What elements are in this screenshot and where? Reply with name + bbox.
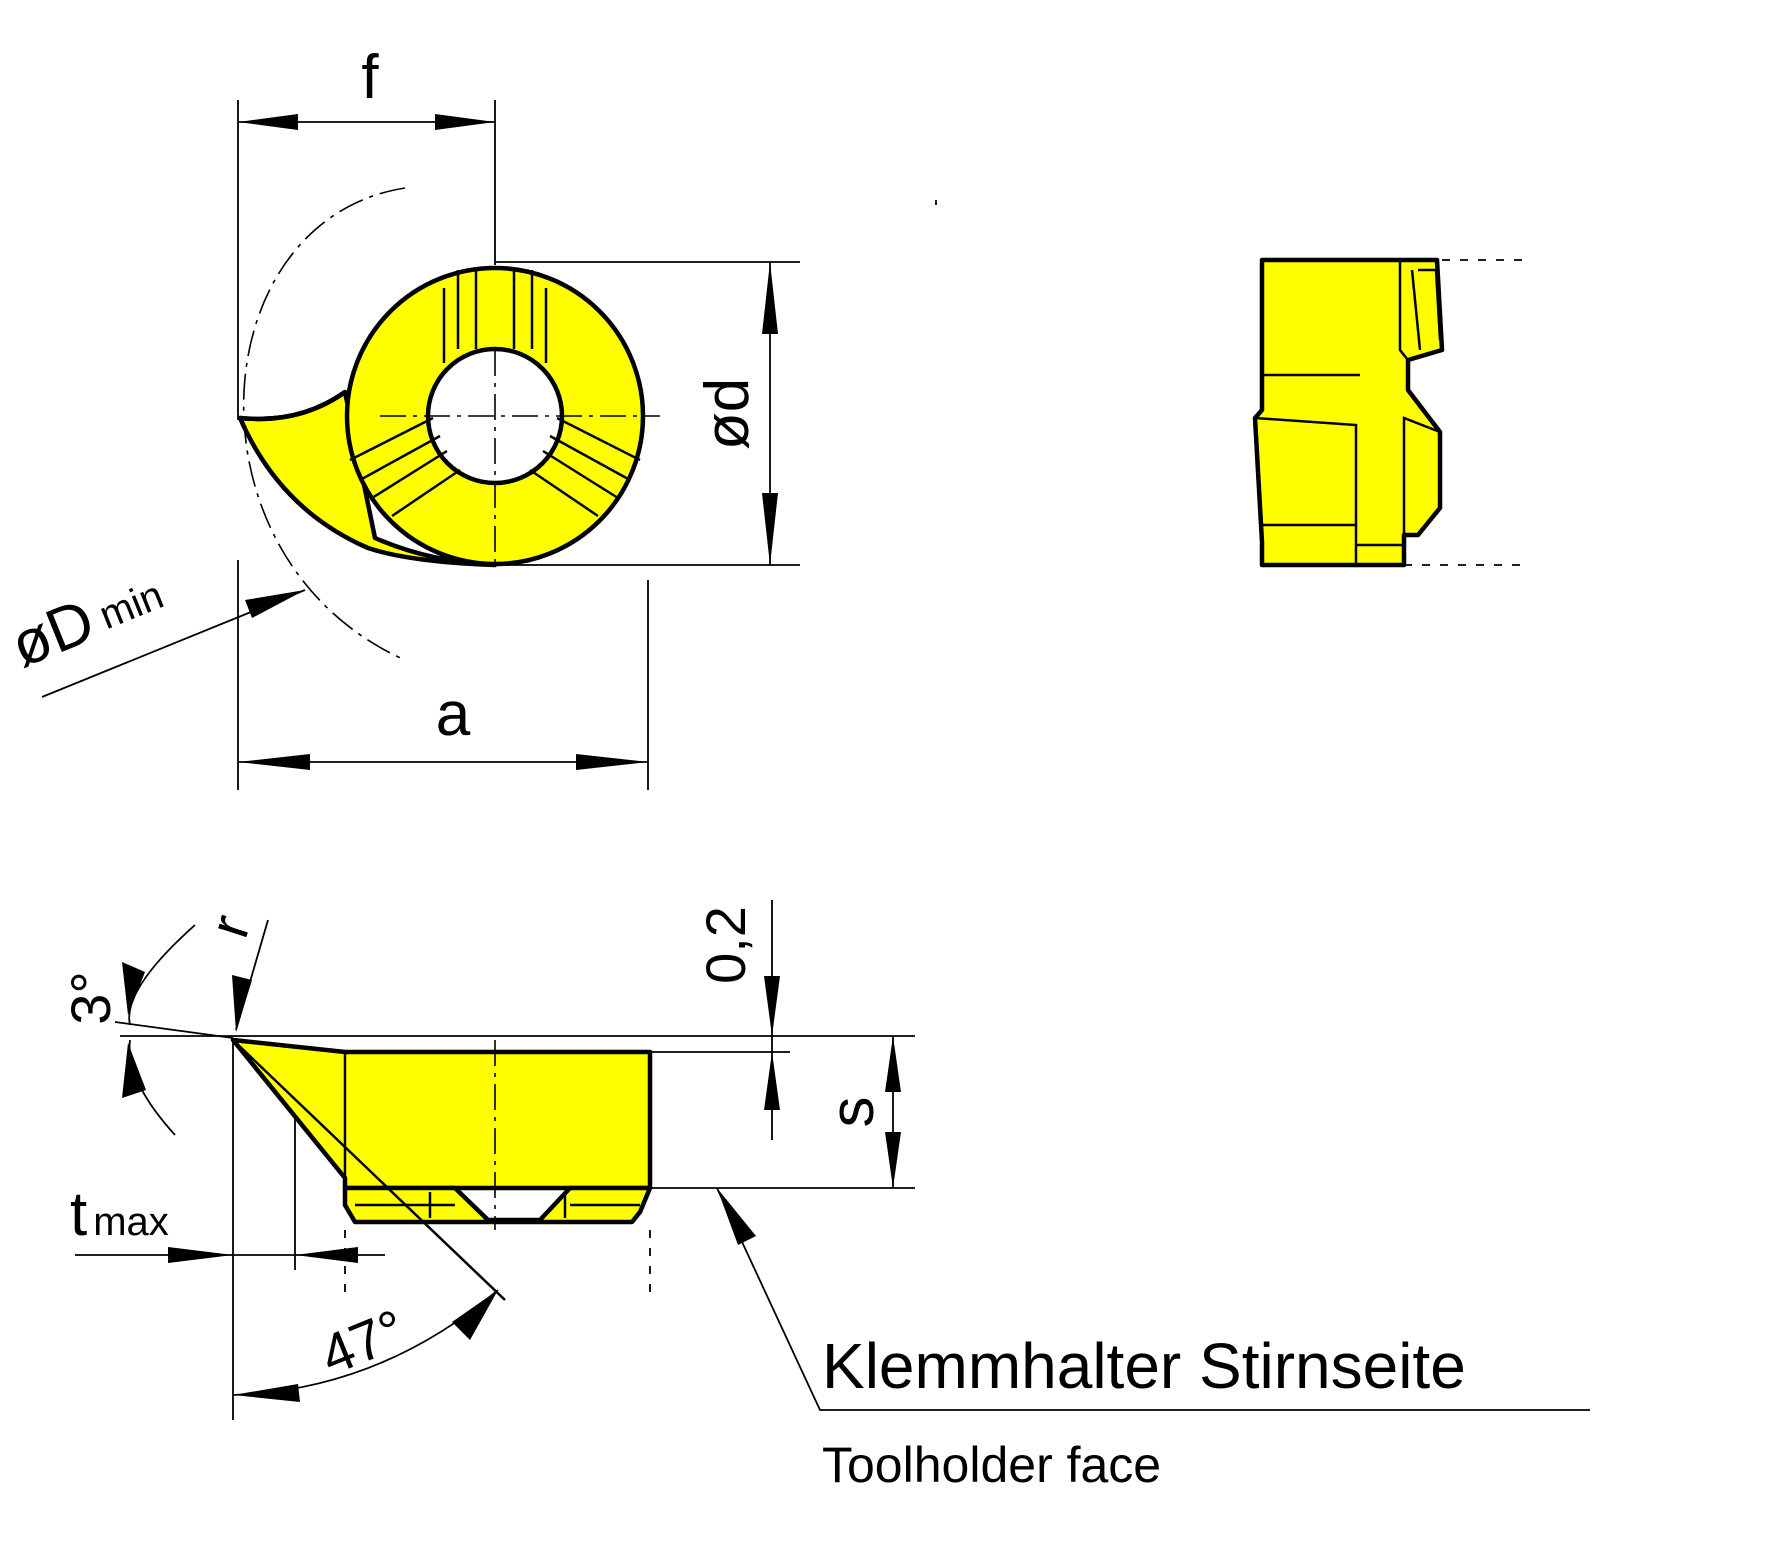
angle-3-arc (128, 924, 196, 1026)
min-bore-circle (242, 187, 406, 661)
toolholder-label-en: Toolholder face (822, 1437, 1161, 1493)
toolholder-leader (716, 1187, 1590, 1411)
top-view: f a ød øDmin (1, 43, 800, 790)
angle-3-label: 3° (59, 971, 122, 1025)
dim-offset-label: 0,2 (694, 906, 757, 984)
dim-d-label: ød (693, 378, 762, 450)
angle-47-label: 47° (312, 1297, 414, 1387)
dim-r-label: r (197, 907, 263, 944)
cutting-tongue-edge (239, 390, 347, 422)
toolholder-label-de: Klemmhalter Stirnseite (822, 1330, 1466, 1402)
side-view-body (1252, 257, 1445, 568)
dim-Dmin-label: øDmin (1, 558, 173, 681)
dim-s-label: s (818, 1097, 887, 1128)
dim-a-label: a (436, 680, 471, 749)
front-view-profile (342, 1185, 653, 1225)
chip-channels (349, 268, 641, 518)
edge-47-line (232, 1039, 506, 1301)
dim-f-label: f (361, 43, 379, 112)
side-view (935, 200, 1525, 568)
